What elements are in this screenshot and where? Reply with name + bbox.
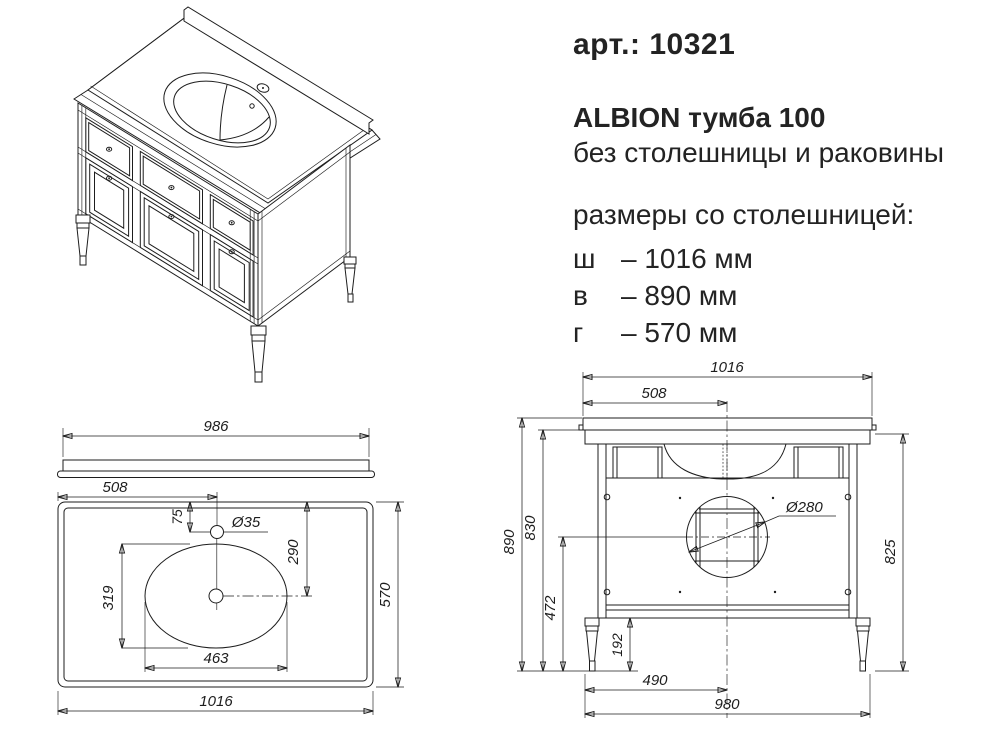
dim-75: 75 xyxy=(169,502,211,532)
back-panel-holes xyxy=(603,493,852,596)
product-subtitle: без столешницы и раковины xyxy=(573,137,944,168)
dim-825: 825 xyxy=(875,434,909,671)
dim-label-463: 463 xyxy=(203,650,229,667)
dim-label-192: 192 xyxy=(609,633,625,657)
dim-508: 508 xyxy=(58,479,217,526)
dim-label-319: 319 xyxy=(100,585,117,611)
countertop-back xyxy=(578,417,877,445)
dim-d35: Ø35 xyxy=(224,514,268,533)
dim-value: – 1016 мм xyxy=(621,243,753,274)
dim-192: 192 xyxy=(609,618,630,671)
back-right-leg xyxy=(343,256,357,303)
front-left-leg xyxy=(75,214,91,266)
dim-label-472: 472 xyxy=(542,595,559,621)
dim-label-1016b: 1016 xyxy=(710,359,744,376)
right-leg-back xyxy=(855,617,871,672)
dim-label-508b: 508 xyxy=(641,385,667,402)
legs xyxy=(75,214,357,383)
dim-d280: Ø280 xyxy=(689,499,836,552)
left-leg-back xyxy=(584,617,600,672)
dim-986: 986 xyxy=(63,418,369,457)
dim-key: ш xyxy=(573,243,596,274)
dim-label-490: 490 xyxy=(642,672,668,689)
dim-290: 290 xyxy=(223,502,313,596)
basin-cutout-plan xyxy=(144,538,288,649)
dim-key: г xyxy=(573,317,584,348)
dimension-row-depth: г – 570 мм xyxy=(573,317,983,354)
dim-label-980: 980 xyxy=(714,696,740,713)
dim-463: 463 xyxy=(145,602,287,672)
dim-570: 570 xyxy=(376,502,404,687)
drawer-knobs xyxy=(106,146,235,226)
dim-508-back: 508 xyxy=(583,385,727,403)
dim-490: 490 xyxy=(585,672,727,718)
dim-label-986: 986 xyxy=(203,418,229,435)
dim-890: 890 xyxy=(501,418,638,671)
dim-label-d35: Ø35 xyxy=(231,514,261,531)
backsplash xyxy=(183,6,374,135)
dim-label-825: 825 xyxy=(882,539,899,565)
door-fronts xyxy=(85,156,254,318)
dim-1016: 1016 xyxy=(58,691,373,715)
drawer-fronts xyxy=(85,116,254,256)
drawer-box-right xyxy=(793,446,844,479)
back-view-drawing: 1016 508 890 830 472 xyxy=(501,359,909,718)
dim-label-d280: Ø280 xyxy=(785,499,823,516)
dimensions-heading: размеры со столешницей: xyxy=(573,199,915,230)
dim-label-290: 290 xyxy=(285,539,302,566)
overflow-hole xyxy=(249,103,255,109)
cabinet-body-back xyxy=(584,443,871,672)
dim-319: 319 xyxy=(100,544,190,648)
faucet-hole-plan xyxy=(210,525,224,539)
drawer-box-left xyxy=(612,446,663,479)
dim-980: 980 xyxy=(585,674,870,718)
dimension-row-width: ш – 1016 мм xyxy=(573,243,983,280)
dim-value: – 570 мм xyxy=(621,317,738,348)
product-info: арт.: 10321 ALBION тумба 100 без столешн… xyxy=(573,28,983,354)
top-view-drawing: 986 508 75 Ø35 xyxy=(57,418,404,715)
dim-label-830: 830 xyxy=(522,515,539,541)
dim-label-508: 508 xyxy=(102,479,128,496)
article-number: арт.: 10321 xyxy=(573,28,736,61)
dim-label-890: 890 xyxy=(501,529,518,555)
dim-1016-back: 1016 xyxy=(583,359,872,416)
cabinet-side xyxy=(257,144,351,327)
isometric-view-drawing xyxy=(73,6,381,383)
door-knobs xyxy=(106,175,235,255)
dimension-row-height: в – 890 мм xyxy=(573,280,983,317)
dim-label-75: 75 xyxy=(169,509,185,525)
product-title: ALBION тумба 100 xyxy=(573,102,826,133)
dim-key: в xyxy=(573,280,588,311)
dim-830: 830 xyxy=(522,430,583,671)
sink-basin xyxy=(163,72,277,148)
dim-label-1016: 1016 xyxy=(199,693,233,710)
faucet-hole xyxy=(256,83,270,93)
sink-bowl-back xyxy=(663,443,787,480)
front-right-leg xyxy=(250,325,267,383)
dim-472: 472 xyxy=(542,537,685,671)
dim-label-570: 570 xyxy=(377,582,394,608)
dim-value: – 890 мм xyxy=(621,280,738,311)
backsplash-profile xyxy=(57,459,375,478)
